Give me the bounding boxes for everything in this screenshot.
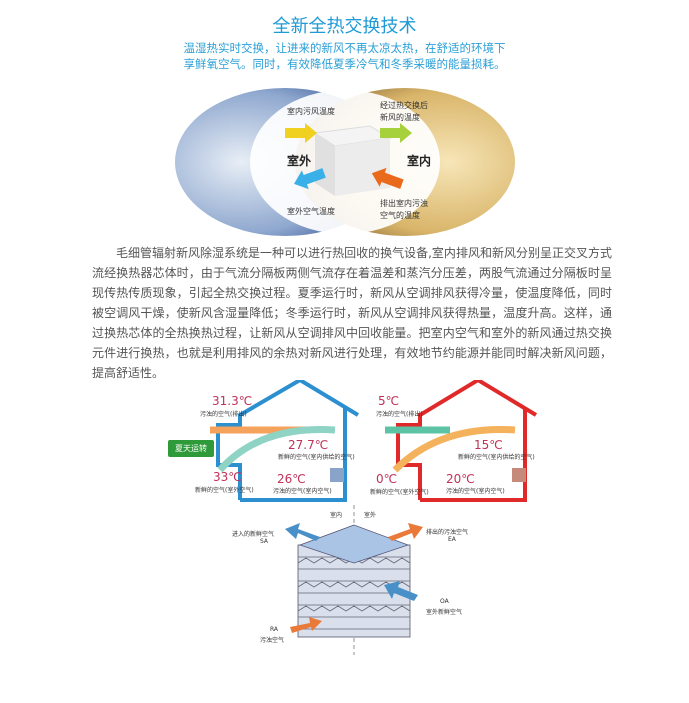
sa-label-1: 进入的新鲜空气 [232,531,275,538]
label-outdoor: 室外 [287,154,312,168]
summer-indoor-temp: 26℃ [277,472,306,486]
winter-house-outline [396,380,538,500]
winter-outdoor-label: 新鲜的空气(室外空气) [370,489,429,496]
subtitle-line-2: 享鲜氧空气。同时，有效降低夏季冷气和冬季采暖的能量损耗。 [183,57,506,71]
label-after-exchange-2: 新风的温度 [380,113,420,122]
label-indoor-exhaust-temp: 室内污风温度 [287,107,335,116]
ea-label-1: 排出的污浊空气 [426,529,469,536]
winter-house-diagram: 5℃ 污浊的空气(排出) 15℃ 新鲜的空气(室内供给的空气) 0℃ 新鲜的空气… [370,380,540,510]
arrow-blue [294,168,326,190]
winter-indoor-label: 污浊的空气(室内空气) [446,488,505,495]
arrow-yellow [285,123,317,143]
cooling-icon [330,468,344,482]
label-exhaust-1: 排出室内污浊 [380,199,428,208]
ea-label-2: EA [448,536,456,543]
exchanger-core-diagram: 室内 室外 进入的新鲜空气 SA 排出的污浊空气 EA OA 室外新鲜空气 RA… [230,505,490,655]
sa-label-2: SA [260,538,269,545]
heat-exchange-illustration: 室内污风温度 经过热交换后 新风的温度 室外 室内 室外空气温度 排出室内污浊 … [175,88,515,236]
winter-exhaust-temp: 5℃ [378,394,400,408]
page-title: 全新全热交换技术 [272,16,417,37]
arrow-ea [388,523,423,541]
arrow-fresh [217,426,336,473]
summer-house-outline [216,380,360,500]
summer-supply-label: 新鲜的空气(室内供给的空气) [278,454,355,461]
oa-label-2: 室外新鲜空气 [426,609,463,616]
arrow-fresh-winter [392,426,516,473]
ra-label-2: 污浊空气 [260,637,285,644]
arrow-oa [384,581,418,601]
summer-outdoor-label: 新鲜的空气(室外空气) [195,487,254,494]
winter-supply-label: 新鲜的空气(室内供给的空气) [458,454,535,461]
arrow-sa [285,523,320,541]
ra-label-1: RA [270,626,279,633]
summer-exhaust-temp: 31.3℃ [212,394,253,408]
label-outdoor-air-temp: 室外空气温度 [287,207,335,216]
summer-outdoor-temp: 33℃ [213,470,242,484]
winter-supply-temp: 15℃ [474,438,503,452]
summer-house-diagram: 31.3℃ 污浊的空气(排出) 夏天运转 27.7℃ 新鲜的空气(室内供给的空气… [160,380,370,510]
exchange-graphic [175,88,515,236]
core-label-outdoor: 室外 [364,512,377,519]
winter-indoor-temp: 20℃ [446,472,475,486]
summer-supply-temp: 27.7℃ [288,438,329,452]
core-cube [335,138,390,196]
label-after-exchange-1: 经过热交换后 [380,101,428,110]
heating-icon [512,468,526,482]
subtitle-line-1: 温湿热实时交换，让进来的新风不再太凉太热，在舒适的环境下 [183,41,506,55]
arrow-ra [290,617,322,633]
arrow-green [380,123,412,143]
summer-indoor-label: 污浊的空气(室内空气) [273,488,332,495]
arrow-orange [371,167,404,189]
oa-label-1: OA [440,598,449,605]
label-indoor: 室内 [407,154,432,168]
description-paragraph: 毛细管辐射新风除湿系统是一种可以进行热回收的换气设备,室内排风和新风分别呈正交叉… [92,246,612,380]
winter-exhaust-label: 污浊的空气(排出) [376,411,423,418]
winter-outdoor-temp: 0℃ [376,472,398,486]
summer-exhaust-label: 污浊的空气(排出) [200,411,247,418]
core-label-indoor: 室内 [330,512,343,519]
summer-mode-badge: 夏天运转 [168,440,214,457]
label-exhaust-2: 空气的温度 [380,211,420,220]
